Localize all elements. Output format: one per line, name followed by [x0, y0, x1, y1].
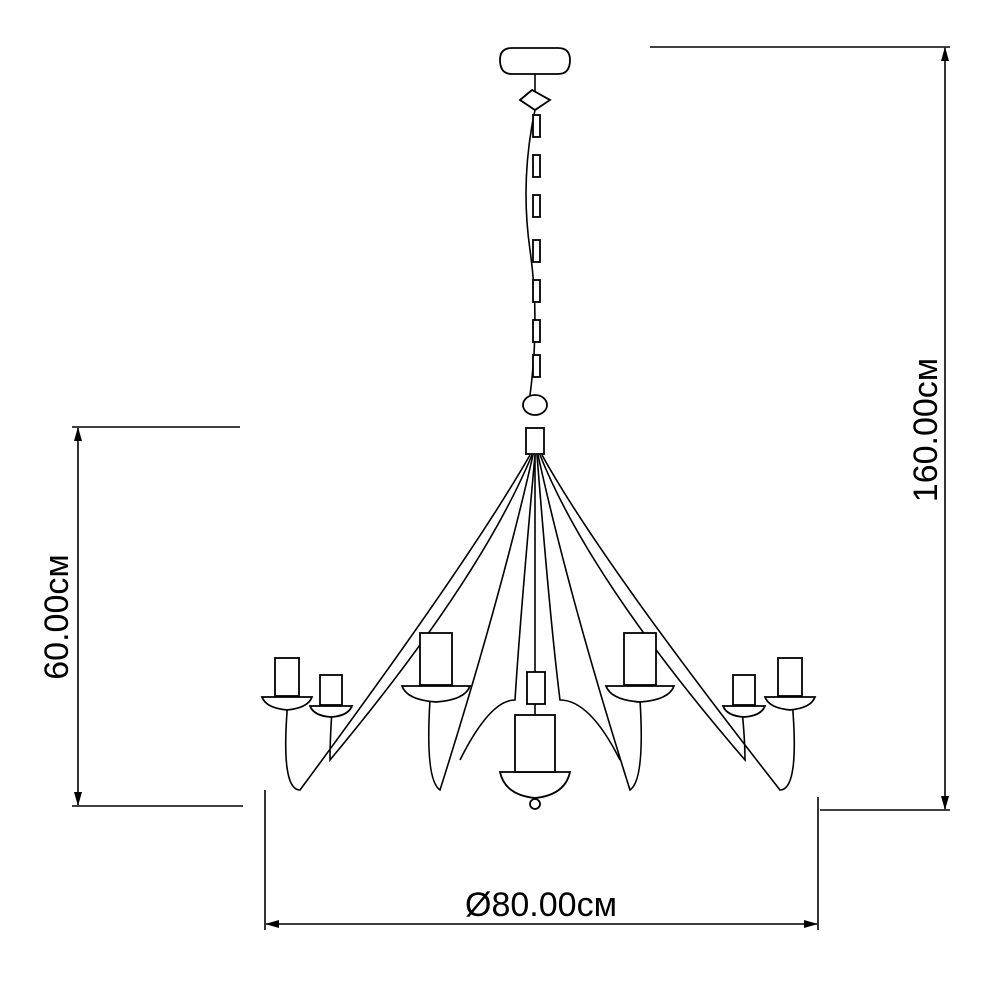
cable: [525, 109, 536, 396]
center-stem: [514, 714, 556, 773]
candle: [777, 657, 803, 697]
central-hub: [525, 427, 545, 455]
finial: [529, 798, 541, 810]
chain-loop: [522, 394, 548, 416]
candle: [319, 674, 343, 706]
candle: [732, 674, 756, 706]
canopy-hook: [518, 88, 552, 112]
bottom-bowl: [498, 771, 572, 799]
candle: [623, 632, 657, 686]
body-height-dimension: 60.00см: [38, 426, 243, 807]
total-height-dimension: 160.00см: [650, 46, 950, 811]
total-height-label: 160.00см: [907, 358, 945, 502]
diameter-label: Ø80.00см: [465, 886, 617, 924]
diameter-dimension: Ø80.00см: [264, 790, 819, 930]
candle-center: [526, 671, 546, 705]
chain: [532, 114, 541, 378]
candle: [419, 632, 453, 686]
candle: [274, 657, 300, 697]
candles: [260, 632, 817, 718]
body-height-label: 60.00см: [38, 554, 76, 679]
ceiling-canopy: [499, 47, 571, 75]
chandelier: [260, 47, 817, 810]
